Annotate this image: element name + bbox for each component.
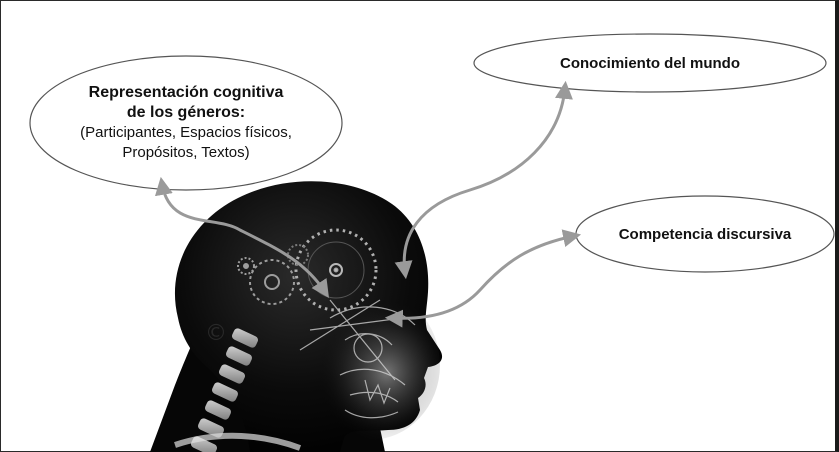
representation-title-line2: de los géneros:: [126, 104, 246, 121]
representation-detail-line2: Propósitos, Textos): [122, 144, 250, 161]
world-knowledge-bubble-shape: [473, 33, 827, 93]
representation-detail-line1: (Participantes, Espacios físicos,: [80, 124, 292, 141]
discursive-competence-bubble: Competencia discursiva: [576, 196, 834, 272]
discursive-competence-label: Competencia discursiva: [618, 225, 792, 243]
representation-bubble: Representación cognitiva de los géneros:…: [30, 56, 342, 190]
representation-title-line1: Representación cognitiva: [88, 84, 284, 101]
head-silhouette-image: ©: [150, 181, 443, 452]
world-knowledge-label: Conocimiento del mundo: [560, 54, 740, 72]
curved-arrow-icon: [154, 80, 582, 328]
svg-text:©: ©: [205, 321, 227, 346]
world-knowledge-bubble: Conocimiento del mundo: [474, 34, 826, 92]
